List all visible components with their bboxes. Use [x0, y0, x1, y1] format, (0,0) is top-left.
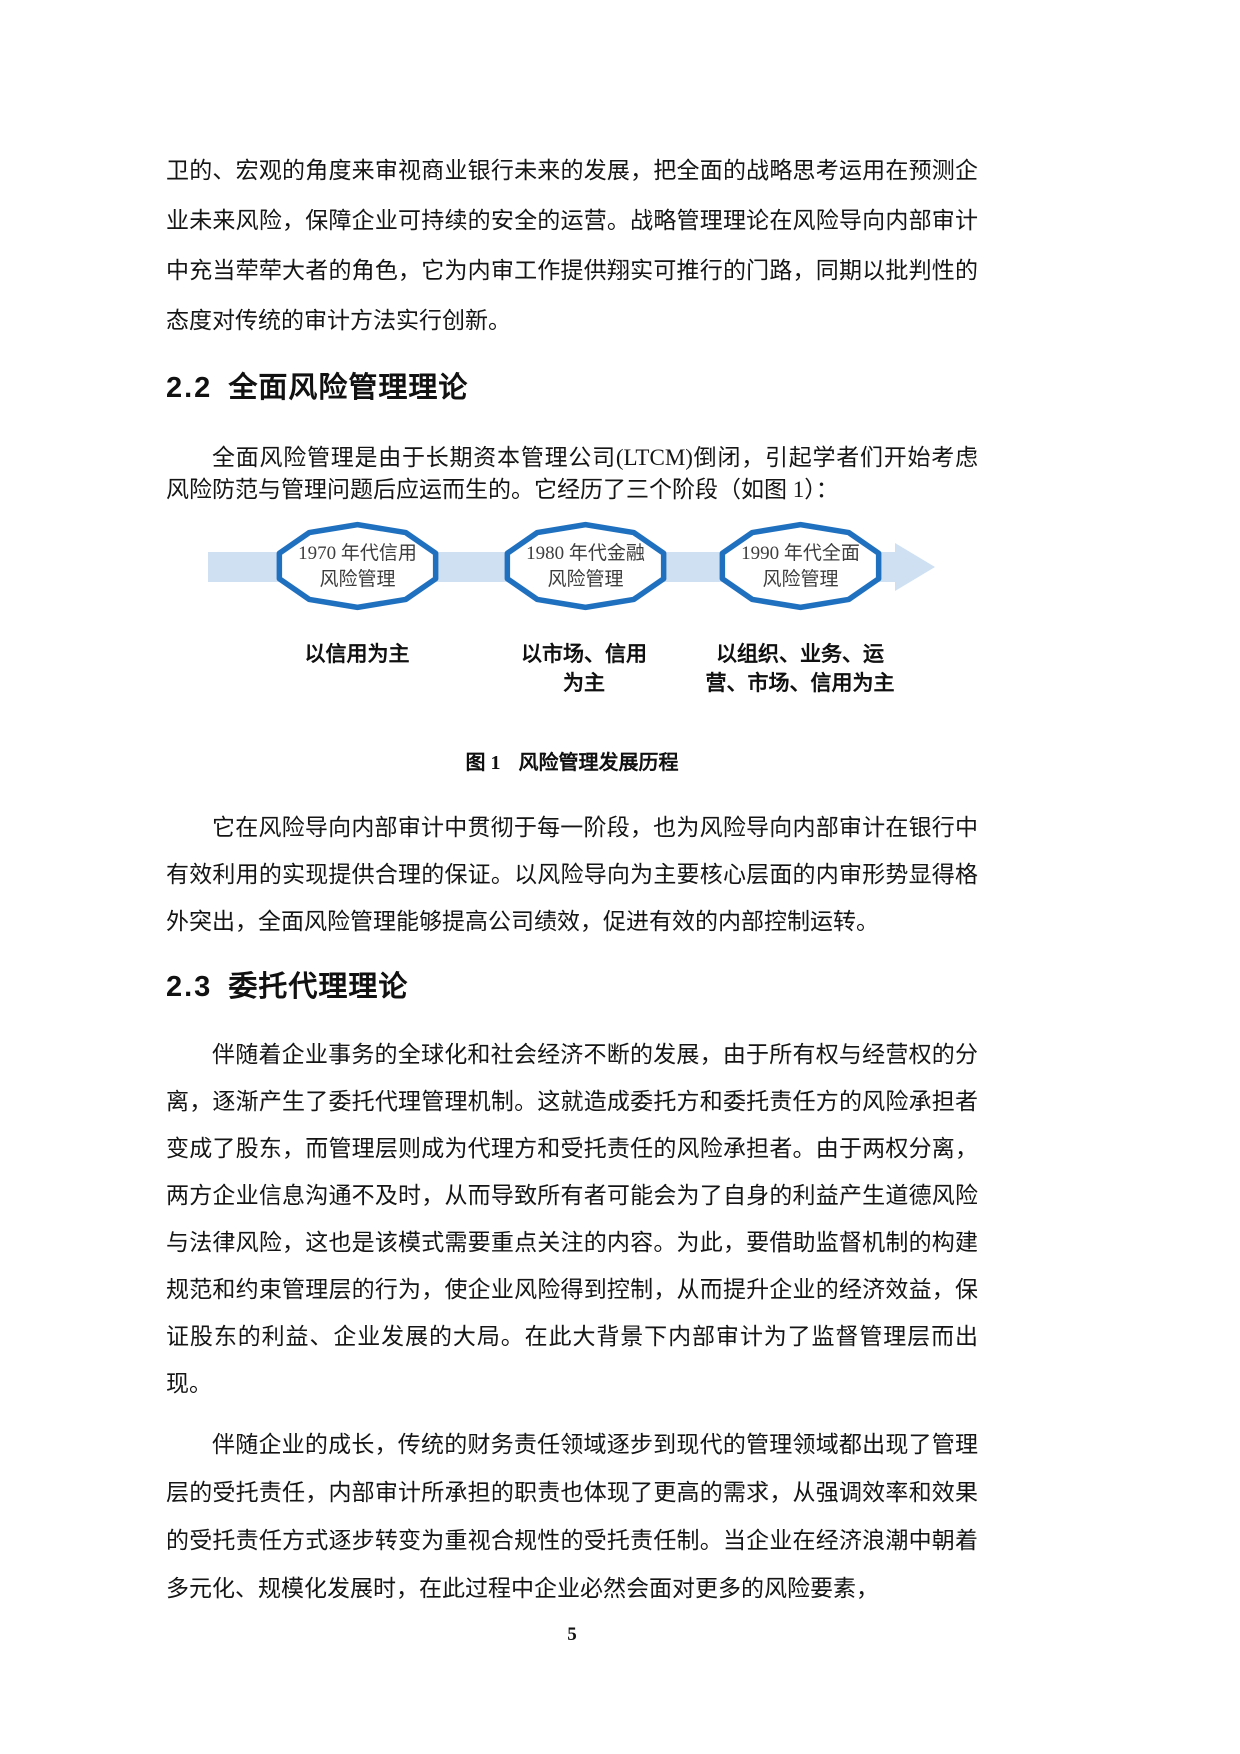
section-title: 全面风险管理理论 [228, 372, 469, 404]
stage-text-line: 风险管理 [319, 569, 396, 590]
body-paragraph-2-2-body: 它在风险导向内部审计中贯彻于每一阶段，也为风险导向内部审计在银行中有效利用的实现… [166, 815, 978, 934]
body-paragraph-2-3-a: 伴随着企业事务的全球化和社会经济不断的发展，由于所有权与经营权的分离，逐渐产生了… [166, 1042, 978, 1396]
stage-1990-shape: 1990 年代全面 风险管理 [715, 520, 886, 612]
body-paragraph-2-2-intro: 全面风险管理是由于长期资本管理公司(LTCM)倒闭，引起学者们开始考虑风险防范与… [166, 445, 978, 502]
decagon-icon [715, 520, 886, 612]
figure-risk-management-stages: 1970 年代信用 风险管理 1980 年代金融 风险管理 1990 年代全面 … [166, 518, 978, 796]
section-number: 2.2 [166, 372, 213, 404]
stage-label-line: 以市场、信用 [521, 642, 647, 666]
decagon-icon [272, 520, 443, 612]
stage-text-line: 1990 年代全面 [741, 543, 860, 564]
stage-label-1990: 以组织、业务、运 营、市场、信用为主 [685, 640, 915, 698]
decagon-icon [500, 520, 671, 612]
stage-text-line: 风险管理 [762, 569, 839, 590]
stage-label-1980: 以市场、信用 为主 [469, 640, 699, 698]
figure-caption-text: 风险管理发展历程 [518, 752, 679, 774]
section-heading-2-2: 2.2 全面风险管理理论 [166, 368, 978, 408]
stage-label-line: 以组织、业务、运 [716, 642, 884, 666]
page-number: 5 [567, 1624, 577, 1645]
stage-label-line: 以信用为主 [304, 642, 410, 666]
stage-text-line: 1980 年代金融 [526, 543, 645, 564]
stage-text-line: 风险管理 [547, 569, 624, 590]
body-paragraph-continuation: 卫的、宏观的角度来审视商业银行未来的发展，把全面的战略思考运用在预测企业未来风险… [166, 158, 978, 333]
stage-label-line: 营、市场、信用为主 [705, 671, 895, 695]
section-number: 2.3 [166, 971, 213, 1003]
section-title: 委托代理理论 [228, 971, 409, 1003]
stage-text-line: 1970 年代信用 [298, 543, 417, 564]
figure-caption: 图 1 风险管理发展历程 [166, 746, 978, 775]
figure-caption-label: 图 1 [465, 752, 501, 774]
section-heading-2-3: 2.3 委托代理理论 [166, 967, 978, 1007]
stage-1980-shape: 1980 年代金融 风险管理 [500, 520, 671, 612]
stage-1980-text: 1980 年代金融 风险管理 [500, 520, 671, 593]
stage-1970-shape: 1970 年代信用 风险管理 [272, 520, 443, 612]
stage-label-line: 为主 [563, 671, 605, 695]
stage-1970-text: 1970 年代信用 风险管理 [272, 520, 443, 593]
stage-label-1970: 以信用为主 [242, 640, 472, 669]
stage-1990-text: 1990 年代全面 风险管理 [715, 520, 886, 593]
body-paragraph-2-3-b: 伴随企业的成长，传统的财务责任领域逐步到现代的管理领域都出现了管理层的受托责任，… [166, 1432, 978, 1601]
arrow-right-icon [895, 543, 935, 591]
